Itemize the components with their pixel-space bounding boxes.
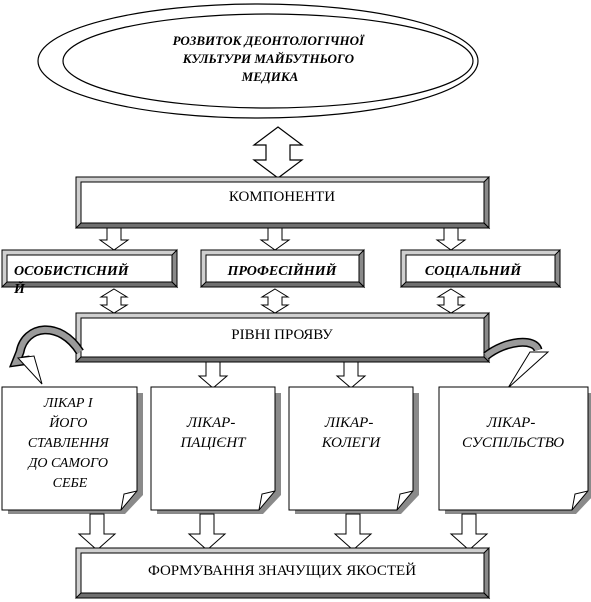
title-line-3: МЕДИКА bbox=[241, 69, 299, 84]
curved-arrow-left bbox=[8, 325, 84, 385]
level-text-society: ЛІКАР- СУСПІЛЬСТВО bbox=[462, 415, 564, 451]
result-box bbox=[74, 546, 491, 600]
title-line-2: КУЛЬТУРИ МАЙБУТНЬОГО bbox=[182, 51, 355, 66]
level-box-self bbox=[1, 386, 143, 514]
levels-box bbox=[74, 311, 491, 364]
component-box-personal bbox=[0, 248, 179, 289]
level-box-patient bbox=[150, 386, 281, 514]
title-ellipse bbox=[37, 3, 479, 119]
title-text: РОЗВИТОК ДЕОНТОЛОГІЧНОЇ КУЛЬТУРИ МАЙБУТН… bbox=[173, 33, 368, 84]
down-arrows-components bbox=[98, 227, 467, 251]
down-arrows-result bbox=[77, 513, 489, 551]
double-arrows-components-levels bbox=[99, 288, 466, 314]
component-label-social: СОЦІАЛЬНИЙ bbox=[425, 261, 522, 279]
component-label-professional: ПРОФЕСІЙНИЙ bbox=[226, 261, 337, 279]
curved-arrow-right bbox=[483, 337, 550, 389]
level-box-society bbox=[438, 386, 591, 514]
levels-label: РІВНІ ПРОЯВУ bbox=[231, 327, 333, 343]
level-box-colleagues bbox=[288, 386, 419, 514]
component-label-personal: ОСОБИСТІСНИЙ Й bbox=[13, 261, 132, 297]
double-arrow-title-components bbox=[252, 126, 304, 179]
components-box bbox=[74, 175, 491, 230]
component-box-professional bbox=[199, 248, 366, 289]
level-text-patient: ЛІКАР- ПАЦІЄНТ bbox=[179, 415, 247, 451]
components-label: КОМПОНЕНТИ bbox=[229, 189, 335, 205]
level-text-colleagues: ЛІКАР- КОЛЕГИ bbox=[321, 415, 382, 451]
result-label: ФОРМУВАННЯ ЗНАЧУЩИХ ЯКОСТЕЙ bbox=[148, 562, 416, 579]
down-arrows-levels bbox=[197, 361, 367, 389]
component-box-social bbox=[399, 248, 562, 289]
level-text-self: ЛІКАР І ЙОГО СТАВЛЕННЯ ДО САМОГО СЕБЕ bbox=[26, 396, 112, 491]
title-line-1: РОЗВИТОК ДЕОНТОЛОГІЧНОЇ bbox=[173, 33, 365, 48]
